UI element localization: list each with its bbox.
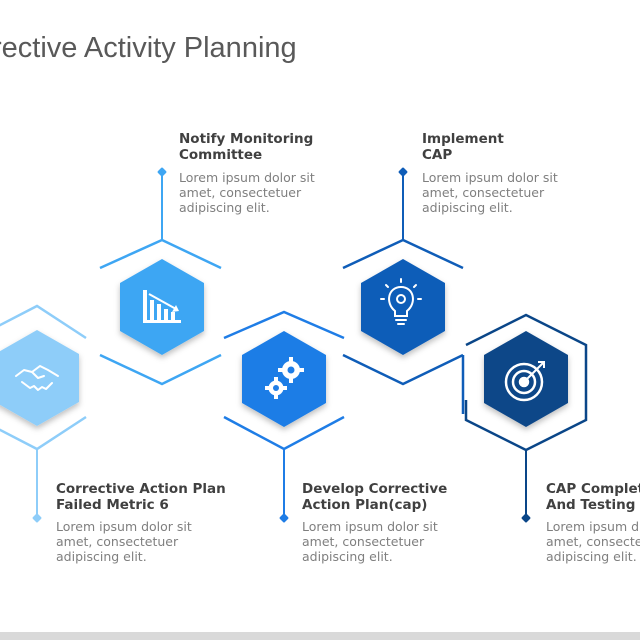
gears-icon xyxy=(265,357,304,399)
slide-footer-bar xyxy=(0,632,640,640)
slide-title: rective Activity Planning xyxy=(0,32,297,64)
step-3-hex-fill xyxy=(242,331,326,427)
step-4-hexagon xyxy=(342,167,465,414)
step-3-body: Lorem ipsum dolor sit amet, consectetuer… xyxy=(302,519,438,564)
chart-decline-icon xyxy=(143,290,181,323)
step-4-body: Lorem ipsum dolor sit amet, consectetuer… xyxy=(422,170,558,215)
step-3-connector-dot xyxy=(279,513,289,523)
step-1-connector-dot xyxy=(32,513,42,523)
handshake-icon xyxy=(15,365,59,391)
target-icon xyxy=(504,361,545,402)
step-5-body: Lorem ipsum d amet, consecte adipiscing … xyxy=(546,519,640,564)
step-4-connector-dot xyxy=(398,167,408,177)
step-2-hexagon xyxy=(99,167,222,386)
lightbulb-icon xyxy=(380,278,422,325)
step-5-hexagon xyxy=(464,313,588,523)
step-3-hexagon xyxy=(223,310,345,523)
step-5-connector-dot xyxy=(521,513,531,523)
step-4-title: Implement CAP xyxy=(422,131,504,163)
step-5-title: CAP Complet And Testing I xyxy=(546,481,640,513)
step-1-hexagon xyxy=(0,304,87,523)
step-3-title: Develop Corrective Action Plan(cap) xyxy=(302,481,448,513)
step-4-hex-fill xyxy=(361,259,445,355)
step-1-body: Lorem ipsum dolor sit amet, consectetuer… xyxy=(56,519,192,564)
step-1-title: Corrective Action Plan Failed Metric 6 xyxy=(56,481,226,513)
step-2-connector-dot xyxy=(157,167,167,177)
step-5-outline xyxy=(464,313,588,452)
step-2-hex-fill xyxy=(120,259,204,355)
step-2-body: Lorem ipsum dolor sit amet, consectetuer… xyxy=(179,170,315,215)
step-2-title: Notify Monitoring Committee xyxy=(179,131,314,163)
